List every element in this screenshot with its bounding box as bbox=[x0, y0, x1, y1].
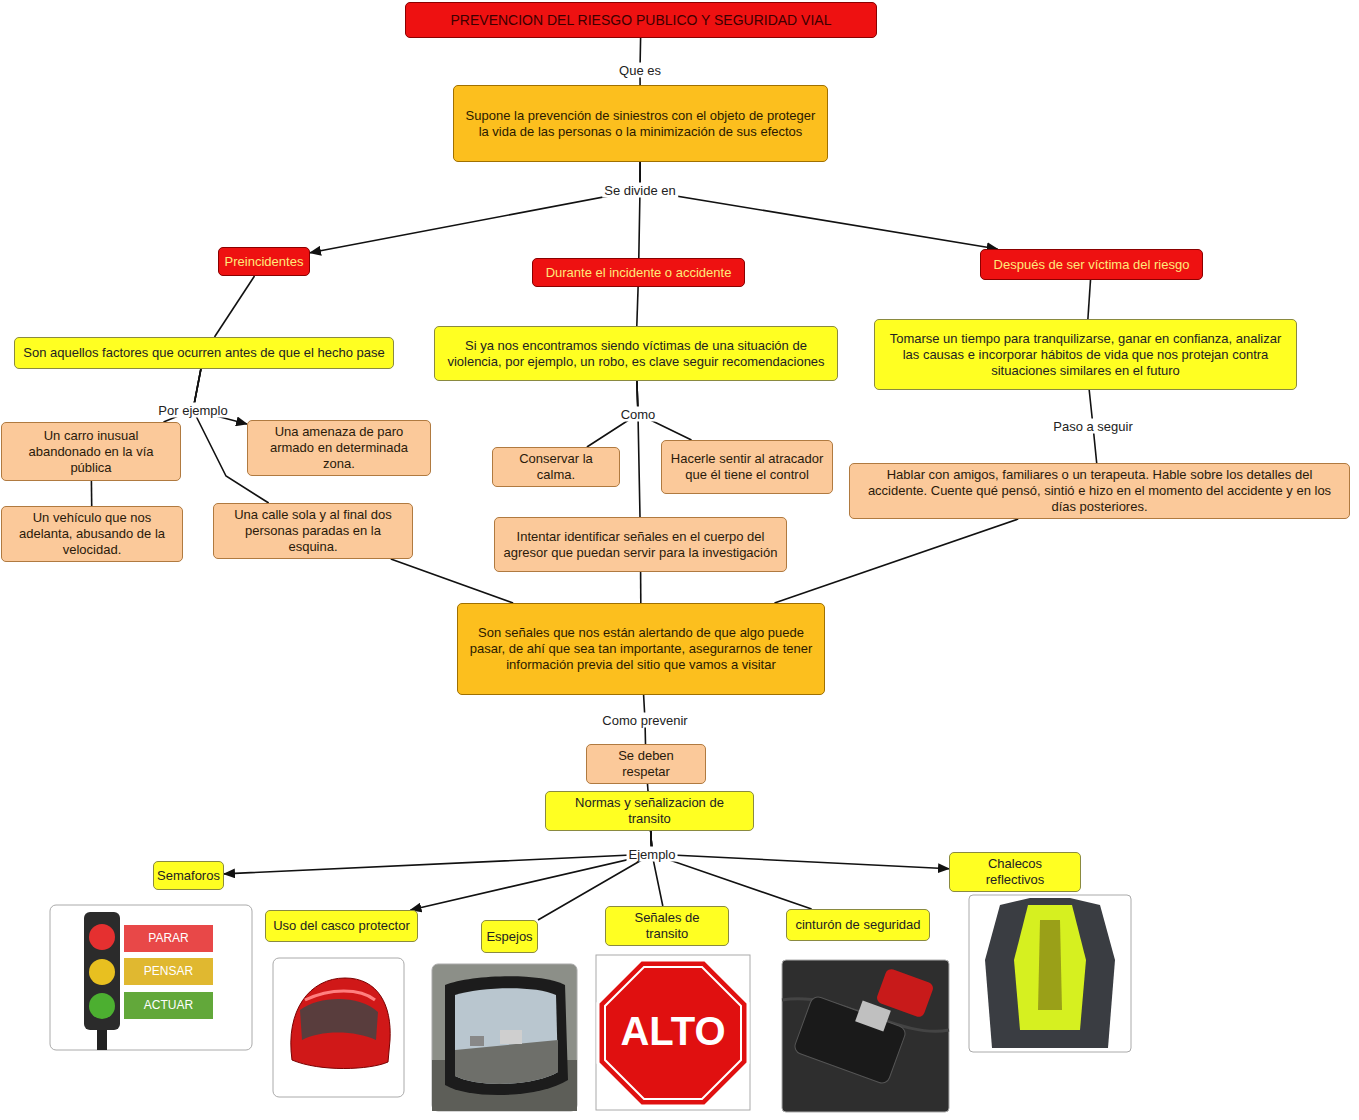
node-text: Tomarse un tiempo para tranquilizarse, g… bbox=[882, 331, 1289, 379]
connector bbox=[91, 481, 93, 506]
node-text: Si ya nos encontramos siendo víctimas de… bbox=[442, 338, 830, 370]
node-text: Intentar identificar señales en el cuerp… bbox=[502, 529, 779, 561]
category-box: Durante el incidente o accidente bbox=[532, 258, 745, 287]
mirror-picture bbox=[432, 964, 577, 1111]
connector bbox=[640, 162, 998, 249]
traffic-label: PARAR bbox=[124, 930, 213, 947]
category-box: Después de ser víctima del riesgo bbox=[980, 249, 1203, 280]
example-box: Un vehículo que nos adelanta, abusando d… bbox=[1, 506, 183, 562]
node-text: cinturón de seguridad bbox=[795, 917, 920, 933]
connector bbox=[637, 287, 638, 326]
edge-label: Se divide en bbox=[602, 183, 678, 198]
node-text: Preincidentes bbox=[225, 254, 304, 270]
example-box: Hablar con amigos, familiares o un terap… bbox=[849, 463, 1350, 519]
example-tag: Espejos bbox=[481, 920, 538, 953]
node-text: PREVENCION DEL RIESGO PUBLICO Y SEGURIDA… bbox=[451, 12, 832, 28]
description-box: Tomarse un tiempo para tranquilizarse, g… bbox=[874, 319, 1297, 390]
node-text: Un carro inusual abandonado en la vía pú… bbox=[9, 428, 173, 476]
edge-label: Paso a seguir bbox=[1051, 419, 1135, 434]
node-text: Uso del casco protector bbox=[273, 918, 410, 934]
node-text: Una amenaza de paro armado en determinad… bbox=[255, 424, 423, 472]
node-text: Una calle sola y al final dos personas p… bbox=[221, 507, 405, 555]
example-tag: Semaforos bbox=[153, 861, 224, 890]
node-text: Chalecos reflectivos bbox=[957, 856, 1073, 888]
node-text: Son aquellos factores que ocurren antes … bbox=[23, 345, 384, 361]
summary-box: Son señales que nos están alertando de q… bbox=[457, 603, 825, 695]
description-box: Si ya nos encontramos siendo víctimas de… bbox=[434, 326, 838, 381]
traffic-label: ACTUAR bbox=[124, 997, 213, 1014]
edge-label: Como prevenir bbox=[600, 713, 689, 728]
connector bbox=[651, 831, 663, 906]
connector bbox=[651, 831, 949, 869]
node-text: Durante el incidente o accidente bbox=[546, 265, 732, 281]
node-text: Señales de transito bbox=[613, 910, 721, 942]
connector bbox=[651, 831, 812, 909]
connector bbox=[640, 572, 642, 603]
connector bbox=[215, 276, 255, 337]
node-text: Un vehículo que nos adelanta, abusando d… bbox=[9, 510, 175, 558]
connector bbox=[647, 784, 649, 791]
example-box: Una calle sola y al final dos personas p… bbox=[213, 503, 413, 559]
example-box: Una amenaza de paro armado en determinad… bbox=[247, 420, 431, 476]
connector bbox=[1088, 280, 1091, 319]
process-box: Normas y señalizacion de transito bbox=[545, 791, 754, 831]
description-box: Son aquellos factores que ocurren antes … bbox=[14, 337, 394, 369]
process-box: Se deben respetar bbox=[586, 744, 706, 784]
node-text: Semaforos bbox=[157, 868, 220, 884]
connector bbox=[775, 519, 1019, 603]
connector bbox=[310, 162, 640, 253]
node-text: Normas y señalizacion de transito bbox=[553, 795, 746, 827]
node-text: Después de ser víctima del riesgo bbox=[994, 257, 1190, 273]
edge-label: Que es bbox=[617, 63, 663, 78]
connector bbox=[224, 831, 652, 874]
node-text: Conservar la calma. bbox=[500, 451, 612, 483]
edge-label: Por ejemplo bbox=[156, 403, 229, 418]
example-tag: Señales de transito bbox=[605, 906, 729, 946]
node-text: Son señales que nos están alertando de q… bbox=[465, 625, 817, 673]
connector bbox=[639, 38, 641, 85]
stop-sign-picture bbox=[596, 955, 750, 1110]
traffic-label: PENSAR bbox=[124, 963, 213, 980]
example-box: Intentar identificar señales en el cuerp… bbox=[494, 517, 787, 572]
example-box: Un carro inusual abandonado en la vía pú… bbox=[1, 422, 181, 481]
edge-label: Ejemplo bbox=[627, 847, 678, 862]
node-text: Se deben respetar bbox=[594, 748, 698, 780]
edge-label: Como bbox=[619, 407, 658, 422]
helmet-picture bbox=[273, 958, 404, 1097]
node-text: Supone la prevención de siniestros con e… bbox=[461, 108, 820, 140]
vest-picture bbox=[969, 895, 1131, 1052]
node-text: Hacerle sentir al atracador que él tiene… bbox=[669, 451, 825, 483]
definition-box: Supone la prevención de siniestros con e… bbox=[453, 85, 828, 162]
example-tag: Uso del casco protector bbox=[265, 910, 418, 942]
seatbelt-picture bbox=[782, 960, 949, 1112]
node-text: Espejos bbox=[486, 929, 532, 945]
connector bbox=[637, 381, 640, 517]
stop-sign-text: ALTO bbox=[598, 1008, 748, 1054]
example-tag: Chalecos reflectivos bbox=[949, 852, 1081, 892]
category-box: Preincidentes bbox=[218, 247, 310, 276]
example-tag: cinturón de seguridad bbox=[786, 909, 930, 941]
node-text: Hablar con amigos, familiares o un terap… bbox=[857, 467, 1342, 515]
title-box: PREVENCION DEL RIESGO PUBLICO Y SEGURIDA… bbox=[405, 2, 877, 38]
connector bbox=[411, 831, 653, 910]
traffic-light-picture bbox=[50, 905, 252, 1050]
example-box: Hacerle sentir al atracador que él tiene… bbox=[661, 440, 833, 494]
example-box: Conservar la calma. bbox=[492, 447, 620, 487]
